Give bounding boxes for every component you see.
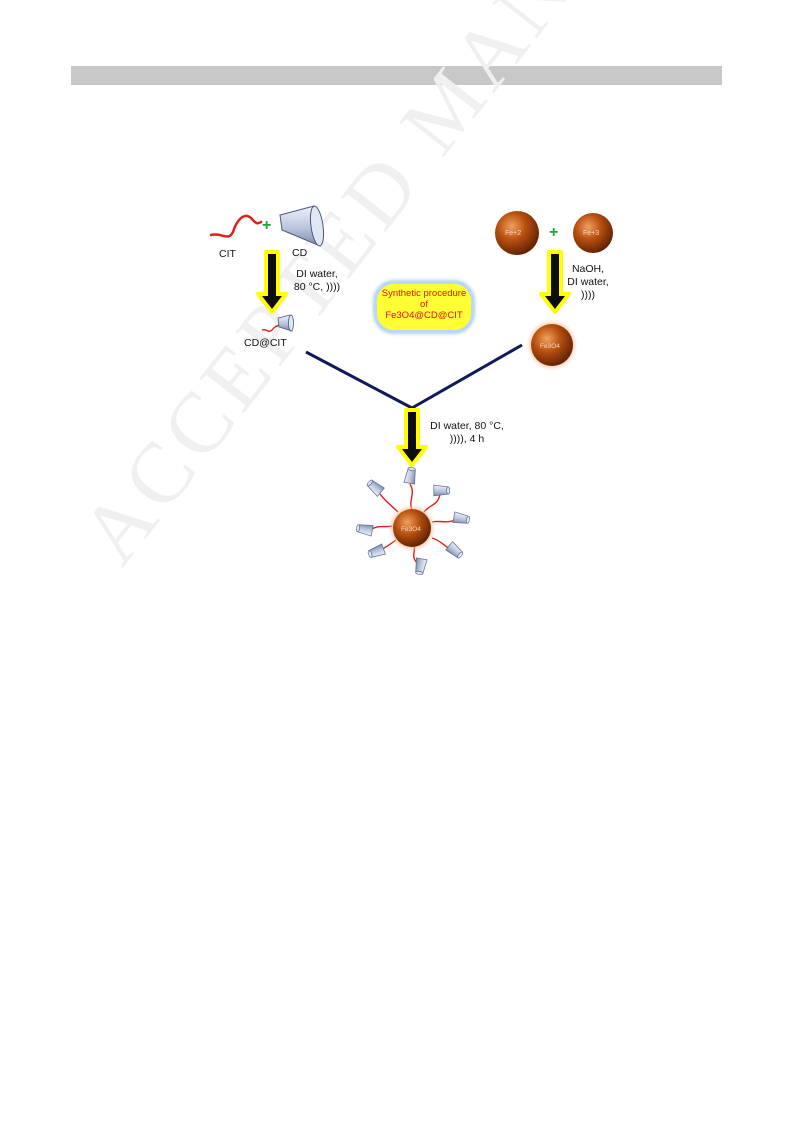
right-conditions-line3: )))) bbox=[581, 289, 595, 301]
cit-chain-icon bbox=[209, 214, 263, 238]
right-conditions: NaOH, DI water, )))) bbox=[560, 263, 616, 302]
arrow-left-step bbox=[256, 250, 288, 314]
final-conditions: DI water, 80 °C, )))), 4 h bbox=[424, 420, 510, 446]
cd-cit-label: CD@CIT bbox=[244, 337, 287, 349]
plus-left: + bbox=[262, 217, 272, 234]
badge-line3: Fe3O4@CD@CIT bbox=[385, 310, 463, 321]
fe3-label: Fe+3 bbox=[583, 230, 600, 237]
arrow-final-step bbox=[396, 408, 428, 467]
badge-line1: Synthetic procedure bbox=[381, 288, 467, 299]
cit-label: CIT bbox=[219, 248, 236, 260]
cd-cup-icon bbox=[279, 205, 325, 247]
badge-line2: of bbox=[420, 299, 428, 310]
cd-label: CD bbox=[292, 247, 308, 259]
right-conditions-line1: NaOH, bbox=[571, 263, 605, 275]
fe3-sphere-icon bbox=[573, 213, 613, 253]
left-conditions-line1: DI water, bbox=[296, 268, 338, 280]
final-product-icon bbox=[355, 466, 471, 576]
right-conditions-line2: DI water, bbox=[567, 276, 609, 288]
left-conditions: DI water, 80 °C, )))) bbox=[282, 268, 352, 294]
final-conditions-line1: DI water, 80 °C, bbox=[430, 420, 504, 432]
fe3o4-sphere-icon bbox=[526, 319, 578, 371]
fe2-label: Fe+2 bbox=[505, 230, 522, 237]
arrow-right-step bbox=[539, 250, 571, 314]
plus-right: + bbox=[549, 224, 559, 241]
cd-cit-small-icon bbox=[261, 314, 294, 333]
header-bar bbox=[71, 66, 722, 85]
fe3o4-label: Fe3O4 bbox=[540, 343, 560, 350]
synthesis-title-badge: Synthetic procedure of Fe3O4@CD@CIT bbox=[374, 281, 474, 333]
connector-lines bbox=[305, 343, 523, 410]
left-conditions-line2: 80 °C, )))) bbox=[293, 281, 341, 293]
final-conditions-line2: )))), 4 h bbox=[449, 433, 485, 445]
core-label: Fe3O4 bbox=[401, 526, 421, 533]
fe2-sphere-icon bbox=[495, 211, 539, 255]
